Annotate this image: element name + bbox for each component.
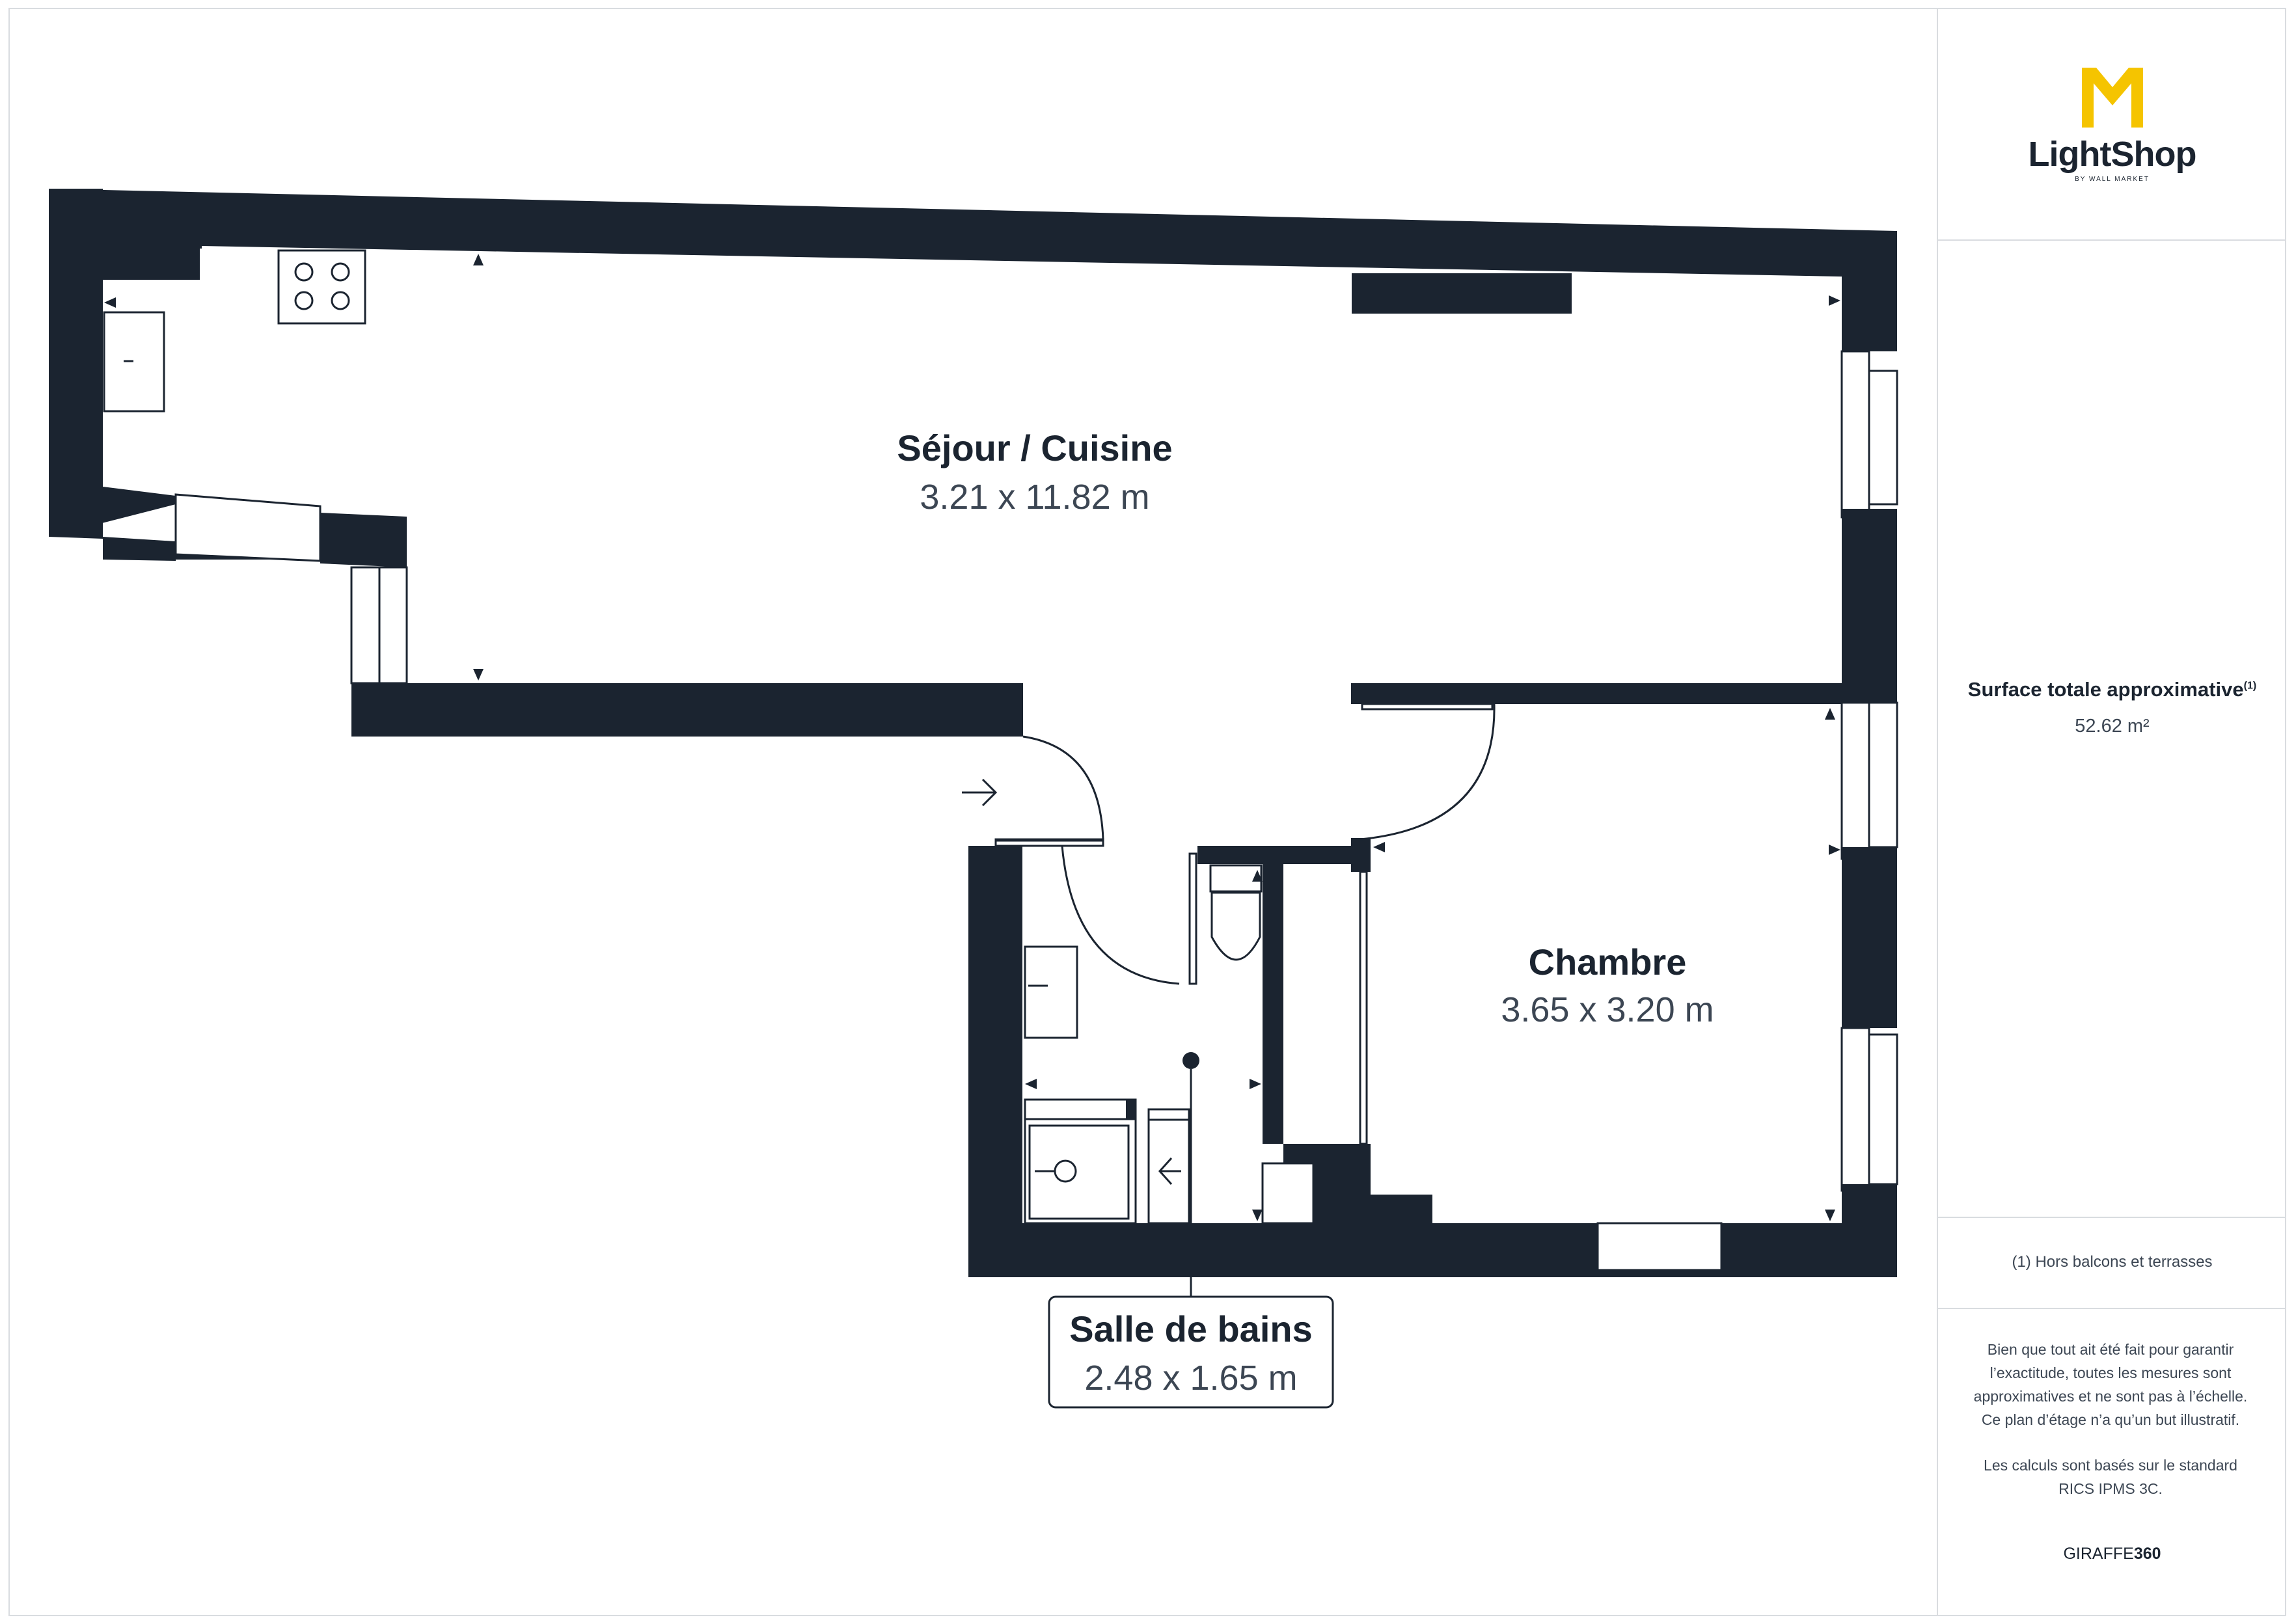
window-right-2 — [1840, 701, 1870, 860]
divider — [1938, 1217, 2286, 1218]
cooktop — [277, 249, 366, 325]
door-entry-arc — [1022, 735, 1104, 840]
toilet-tank — [1209, 864, 1263, 893]
page-frame — [8, 8, 2286, 1616]
wall-chimney — [1352, 273, 1572, 314]
door-bedroom-arc — [1360, 703, 1496, 841]
shower-door — [1147, 1108, 1190, 1225]
lightshop-logo-icon — [2081, 67, 2143, 128]
floor-plan: Séjour / Cuisine 3.21 x 11.82 m Chambre … — [49, 189, 1898, 1409]
surface-value: 52.62 m² — [2075, 716, 2150, 737]
surface-label: Surface totale approximative(1) — [1967, 678, 2257, 701]
surface-block: Surface totale approximative(1) 52.62 m² — [1938, 678, 2286, 737]
wall-right-1 — [1842, 272, 1897, 351]
wall-top — [49, 189, 1897, 277]
divider — [1938, 239, 2286, 241]
window-right-3 — [1840, 1027, 1870, 1192]
brand-subtitle: BY WALL MARKET — [2075, 175, 2150, 183]
wall-bath-left — [968, 846, 1022, 1277]
info-sidebar: LightShop BY WALL MARKET Surface totale … — [1937, 8, 2286, 1616]
door-bath-arc — [1061, 845, 1180, 985]
wall-right-3 — [1842, 847, 1897, 1028]
wall-bottom — [968, 1223, 1897, 1277]
surface-note-marker: (1) — [2243, 680, 2257, 692]
giraffe360-credit: GIRAFFE360 — [2063, 1545, 2161, 1563]
wall-living-bottom-left — [351, 683, 1023, 737]
wall-living-bottom-right — [1351, 683, 1846, 704]
wall-partition — [1263, 864, 1283, 1144]
disclaimer: Bien que tout ait été fait pour garantir… — [1964, 1338, 2257, 1522]
disclaimer-paragraph-2: Les calculs sont basés sur le standard R… — [1984, 1457, 2237, 1497]
room-dim-chambre: 3.65 x 3.20 m — [1501, 990, 1714, 1029]
room-label-sejour: Séjour / Cuisine — [897, 427, 1172, 468]
wall-left — [49, 189, 200, 537]
drain — [1182, 1052, 1199, 1069]
room-label-sdb: Salle de bains — [1069, 1308, 1313, 1349]
divider — [1938, 1308, 2286, 1309]
toilet-bowl — [1210, 891, 1261, 961]
brand-name: LightShop — [2028, 134, 2197, 174]
wall-bath-top — [1197, 846, 1367, 864]
wall-right-2 — [1842, 509, 1897, 703]
room-dim-sdb: 2.48 x 1.65 m — [1084, 1359, 1297, 1398]
window-bottom — [1596, 1222, 1723, 1271]
logo: LightShop BY WALL MARKET — [1938, 8, 2286, 239]
wall-left-lower — [49, 487, 103, 539]
room-label-chambre: Chambre — [1529, 941, 1687, 982]
disclaimer-paragraph-1: Bien que tout ait été fait pour garantir… — [1973, 1341, 2248, 1428]
wall-block-bl — [320, 513, 407, 567]
bath-sink — [1024, 945, 1078, 1039]
callout-box — [1048, 1295, 1334, 1409]
window-left-slant — [174, 493, 321, 562]
room-dim-sejour: 3.21 x 11.82 m — [920, 478, 1149, 517]
window-right-1 — [1840, 350, 1870, 519]
kitchen-sink — [103, 311, 165, 413]
footnote: (1) Hors balcons et terrasses — [2012, 1253, 2213, 1271]
